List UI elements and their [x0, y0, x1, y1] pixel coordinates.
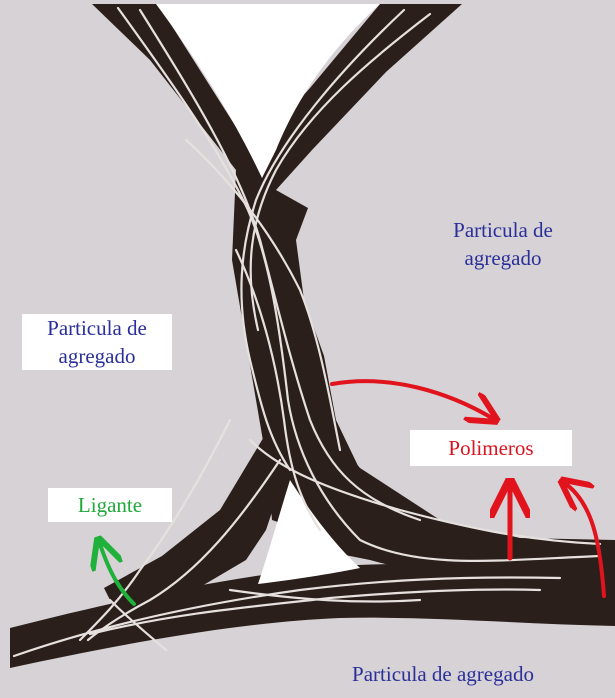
- binder-lower-right-arm: [320, 420, 615, 582]
- aggregate-label-bottom-text: Particula de agregado: [352, 662, 534, 686]
- aggregate-label-left-text: Particula de agregado: [47, 316, 147, 368]
- binder-label: Ligante: [48, 488, 172, 522]
- binder-label-text: Ligante: [77, 493, 143, 517]
- void-upper: [156, 4, 380, 178]
- fiber: [116, 6, 602, 562]
- fiber: [240, 8, 406, 472]
- fiber: [12, 576, 562, 658]
- fiber: [88, 588, 542, 636]
- binder-lower-left-arm: [104, 430, 286, 620]
- polymers-label-text: Polimeros: [448, 436, 534, 460]
- aggregate-label-left: Particula de agregado: [22, 314, 172, 370]
- red-curved-arrow-icon: [330, 379, 492, 418]
- fiber: [228, 588, 422, 603]
- polymers-label: Polimeros: [410, 430, 572, 466]
- fiber: [78, 418, 232, 642]
- aggregate-label-top-right: Particula de agregado: [428, 216, 578, 272]
- fiber: [248, 438, 602, 546]
- aggregate-label-top-right-text: Particula de agregado: [453, 218, 553, 270]
- fiber: [184, 138, 342, 452]
- aggregate-label-bottom: Particula de agregado: [306, 660, 580, 688]
- green-curved-arrow-icon: [100, 544, 136, 606]
- binder-bottom-band: [10, 564, 615, 668]
- red-curved-up-arrow-icon: [566, 484, 606, 598]
- void-lower: [258, 480, 360, 584]
- fiber: [86, 458, 282, 642]
- fiber: [249, 12, 432, 332]
- fiber: [138, 8, 422, 522]
- fiber: [234, 248, 322, 532]
- fiber: [108, 598, 168, 652]
- binder-upper-left-arm: [92, 4, 276, 214]
- polymer-fibers: [12, 6, 602, 658]
